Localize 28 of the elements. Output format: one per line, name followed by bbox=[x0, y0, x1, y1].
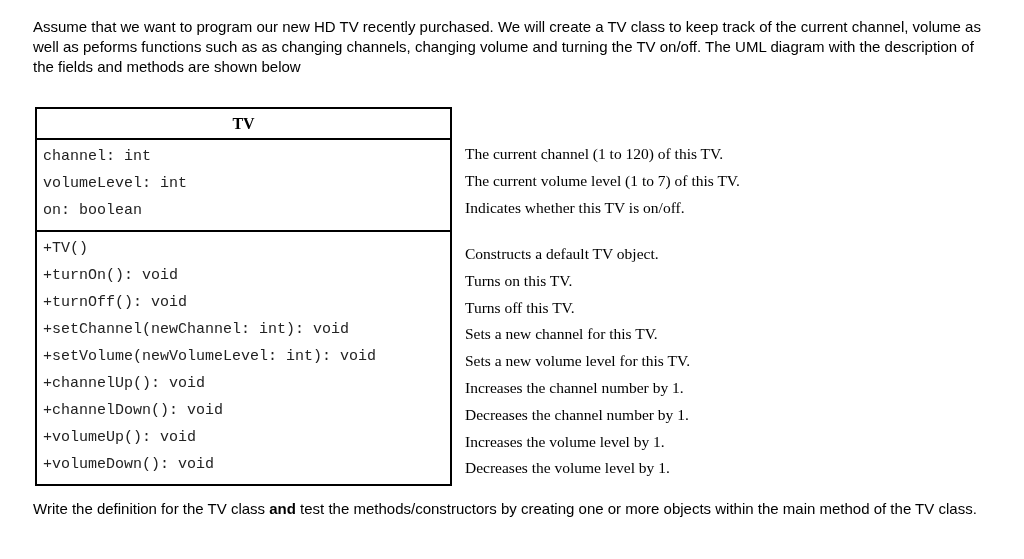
member-description: Sets a new channel for this TV. bbox=[465, 324, 658, 345]
member-description: Decreases the volume level by 1. bbox=[465, 458, 670, 479]
member-description: The current volume level (1 to 7) of this TV. bbox=[465, 171, 740, 191]
class-member: +volumeUp(): void bbox=[43, 428, 197, 448]
member-description: Decreases the channel number by 1. bbox=[465, 404, 689, 425]
member-description: Sets a new volume level for this TV. bbox=[465, 351, 690, 372]
member-description: Constructs a default TV object. bbox=[465, 244, 659, 264]
class-member: +setVolume(newVolumeLevel: int): void bbox=[43, 347, 377, 367]
member-description: Turns off this TV. bbox=[465, 297, 575, 318]
class-member: +channelUp(): void bbox=[43, 374, 206, 394]
class-member: +channelDown(): void bbox=[43, 401, 224, 421]
member-description: Indicates whether this TV is on/off. bbox=[465, 198, 685, 218]
task-paragraph: Write the definition for the TV class and test the methods/constructors by creating one or more objects within the main method of the TV class. bbox=[33, 499, 978, 519]
class-member: volumeLevel: int bbox=[43, 174, 188, 194]
member-description: Turns on this TV. bbox=[465, 270, 573, 291]
class-member: +TV() bbox=[43, 239, 88, 259]
class-name: TV bbox=[232, 113, 255, 134]
intro-paragraph: Assume that we want to program our new HD TV recently purchased. We will create a TV class to keep track of the current channel, volume as well as peforms functions such as as changing channels, changing volume and turning the TV on/off. The UML diagram with the description of the fields and methods are shown below bbox=[33, 17, 982, 77]
member-description: Increases the volume level by 1. bbox=[465, 431, 665, 452]
member-description: Increases the channel number by 1. bbox=[465, 378, 684, 398]
class-member: +turnOn(): void bbox=[43, 266, 179, 286]
uml-class-box bbox=[35, 107, 452, 486]
class-member: channel: int bbox=[43, 147, 152, 167]
member-description: The current channel (1 to 120) of this TV. bbox=[465, 144, 724, 164]
class-member: +turnOff(): void bbox=[43, 293, 188, 313]
class-member: +volumeDown(): void bbox=[43, 455, 215, 475]
class-member: on: boolean bbox=[43, 201, 143, 221]
class-member: +setChannel(newChannel: int): void bbox=[43, 320, 350, 340]
